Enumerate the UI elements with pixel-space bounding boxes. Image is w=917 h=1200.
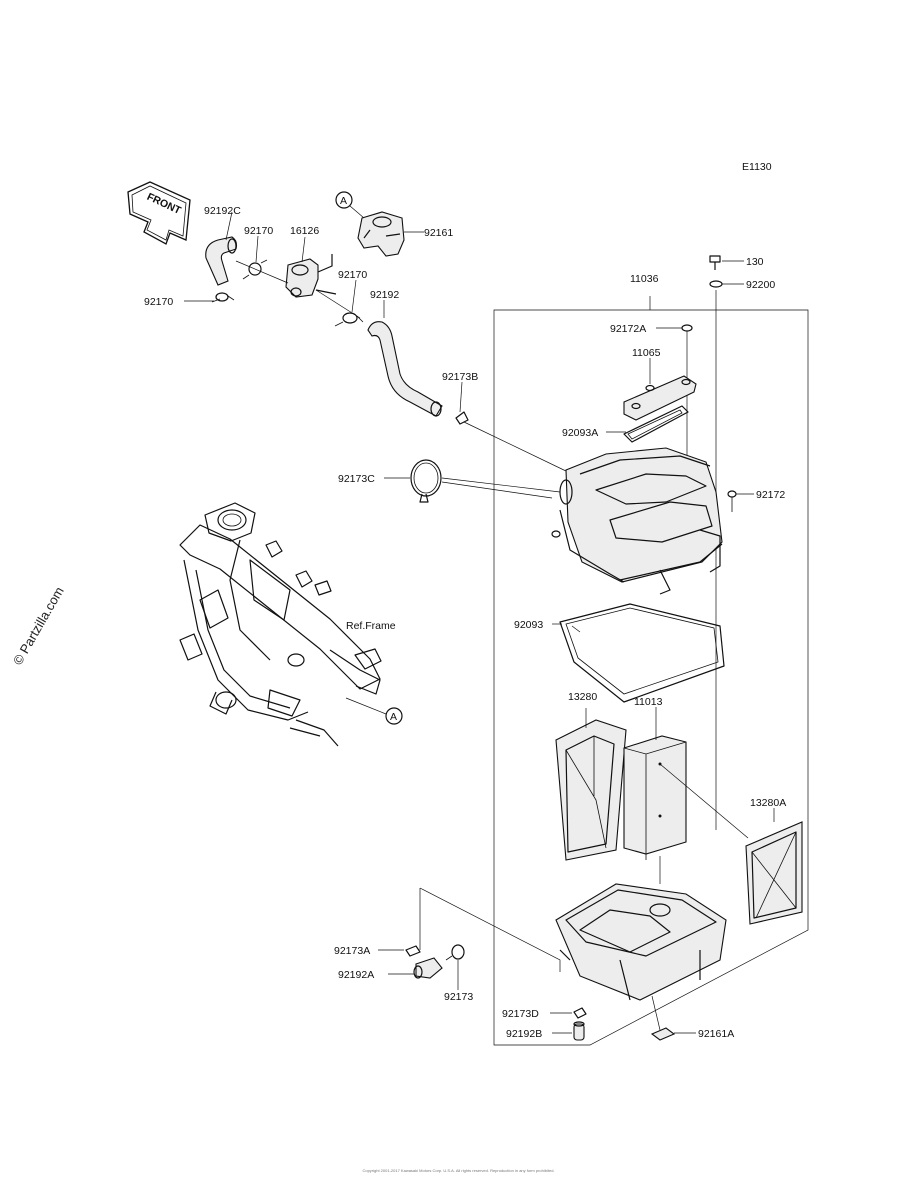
gasket-detail <box>571 625 581 633</box>
callout-a-frame: A <box>385 707 403 725</box>
label-92192C[interactable]: 92192C <box>204 205 241 217</box>
clamp-92170-c[interactable] <box>211 292 235 303</box>
connector-line-b <box>315 289 361 319</box>
valve-92161[interactable] <box>357 211 405 257</box>
label-92173A[interactable]: 92173A <box>334 945 370 957</box>
leader-92173B <box>459 381 463 413</box>
clamp-92173A[interactable] <box>405 945 421 957</box>
valve-16126[interactable] <box>285 254 337 298</box>
clamp-92170-b[interactable] <box>334 312 364 327</box>
pad-axis-line <box>651 995 661 1031</box>
callout-a-top: A <box>335 191 365 219</box>
frame-callout-leader <box>345 697 387 715</box>
hose-92192A[interactable] <box>413 957 443 979</box>
clamp-92173D[interactable] <box>573 1007 587 1019</box>
filter-axis-line <box>659 763 749 839</box>
clamp-92173B[interactable] <box>455 411 469 425</box>
label-92192B[interactable]: 92192B <box>506 1028 542 1040</box>
label-130[interactable]: 130 <box>746 256 764 268</box>
washer-92200[interactable] <box>709 280 723 288</box>
label-11013[interactable]: 11013 <box>634 696 663 708</box>
label-92170-c[interactable]: 92170 <box>144 296 173 308</box>
clamp-92173C[interactable] <box>410 459 442 503</box>
label-92173D[interactable]: 92173D <box>502 1008 539 1020</box>
label-92161[interactable]: 92161 <box>424 227 453 239</box>
holder-13280[interactable] <box>555 719 627 861</box>
hose-92192[interactable] <box>367 321 443 417</box>
label-92192A[interactable]: 92192A <box>338 969 374 981</box>
label-92161A[interactable]: 92161A <box>698 1028 734 1040</box>
svg-text:A: A <box>340 195 347 207</box>
connector-line-a <box>235 260 289 284</box>
clamp-92170-a[interactable] <box>242 259 268 280</box>
gasket-92093A[interactable] <box>623 405 689 443</box>
leader-16126 <box>301 236 306 263</box>
label-92093[interactable]: 92093 <box>514 619 543 631</box>
leader-92170-b <box>351 279 357 313</box>
connector-line-c <box>463 421 569 473</box>
label-11065[interactable]: 11065 <box>632 347 661 359</box>
label-92170-a[interactable]: 92170 <box>244 225 273 237</box>
label-92173B[interactable]: 92173B <box>442 371 478 383</box>
copyright-text: Copyright 2001-2017 Kawasaki Motors Corp… <box>362 1168 555 1173</box>
air-cleaner-lower-housing[interactable] <box>555 883 727 1001</box>
label-92192[interactable]: 92192 <box>370 289 399 301</box>
label-92173C[interactable]: 92173C <box>338 473 375 485</box>
drain-leader-box <box>419 887 561 972</box>
diagram-code: E1130 <box>742 161 772 173</box>
connector-line-e <box>441 481 553 499</box>
frame-reference <box>179 502 382 747</box>
hose-92192C[interactable] <box>205 236 238 286</box>
label-92170-b[interactable]: 92170 <box>338 269 367 281</box>
label-13280A[interactable]: 13280A <box>750 797 786 809</box>
svg-text:A: A <box>390 711 397 723</box>
pad-92161A[interactable] <box>650 1027 676 1041</box>
label-92093A[interactable]: 92093A <box>562 427 598 439</box>
plug-92192B[interactable] <box>573 1021 585 1041</box>
gasket-92093[interactable] <box>559 603 725 703</box>
label-13280[interactable]: 13280 <box>568 691 597 703</box>
leader-92170-a <box>255 235 259 263</box>
clamp-92173[interactable] <box>445 944 465 961</box>
label-11036[interactable]: 11036 <box>630 273 659 285</box>
air-cleaner-upper-housing[interactable] <box>551 447 723 595</box>
screw-92172[interactable] <box>727 490 737 512</box>
label-92172A[interactable]: 92172A <box>610 323 646 335</box>
label-92200[interactable]: 92200 <box>746 279 775 291</box>
connector-line-d <box>441 477 561 493</box>
assembly-bracket <box>493 309 809 1046</box>
front-arrow-icon: FRONT <box>127 181 191 245</box>
leader-92192C <box>225 211 233 241</box>
label-16126[interactable]: 16126 <box>290 225 319 237</box>
label-92172[interactable]: 92172 <box>756 489 785 501</box>
holder-13280A[interactable] <box>745 821 803 925</box>
label-92173[interactable]: 92173 <box>444 991 473 1003</box>
ref-frame-label: Ref.Frame <box>346 620 396 632</box>
bolt-130[interactable] <box>709 255 721 270</box>
plate-11065[interactable] <box>623 375 697 421</box>
filter-element-11013[interactable] <box>623 735 687 860</box>
